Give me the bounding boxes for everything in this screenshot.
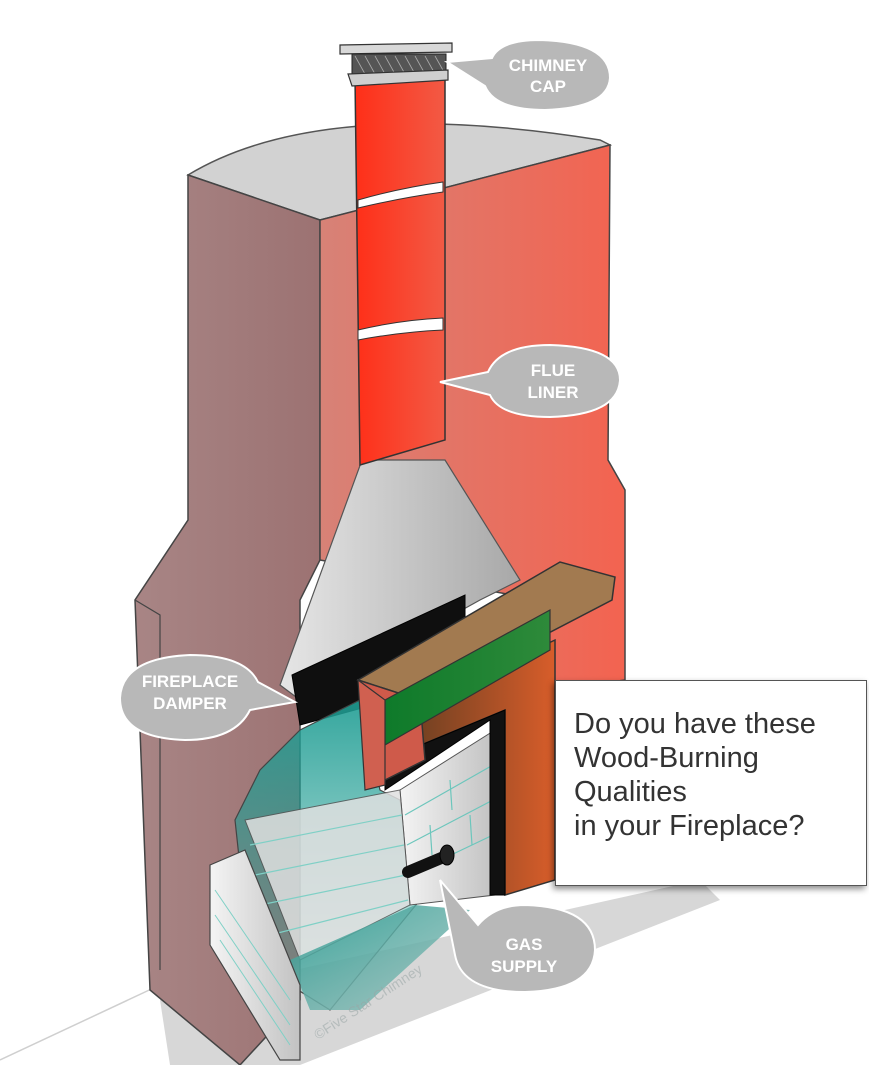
- callout-chimney-cap-line1: CHIMNEY: [509, 56, 588, 75]
- callout-flue-liner-line2: LINER: [528, 383, 579, 402]
- question-line-3: Qualities: [574, 776, 687, 808]
- hearth-side-wall: [209, 849, 301, 1061]
- question-line-2: Wood-Burning: [574, 742, 759, 774]
- callout-chimney-cap: CHIMNEY CAP: [443, 38, 612, 112]
- masonry-left-edge: [134, 599, 161, 970]
- callout-fireplace-damper: FIREPLACE DAMPER: [118, 653, 298, 742]
- chimney-cap: [339, 42, 453, 87]
- callout-chimney-cap-line2: CAP: [530, 77, 566, 96]
- gas-supply-pipe: [402, 844, 455, 878]
- callout-flue-liner: FLUE LINER: [439, 343, 622, 419]
- ground-line: [0, 984, 161, 1061]
- smoke-chamber: [279, 459, 521, 701]
- callout-gas-supply-line1: GAS: [506, 935, 543, 954]
- callout-gas-supply: GAS SUPPLY: [439, 879, 597, 994]
- flue-liner: [354, 69, 446, 466]
- fireplace-mantel: [356, 561, 616, 897]
- callout-fireplace-damper-line1: FIREPLACE: [142, 672, 238, 691]
- firebox-floor: [290, 905, 470, 1010]
- callout-flue-liner-line1: FLUE: [531, 361, 575, 380]
- callout-gas-supply-line2: SUPPLY: [491, 957, 558, 976]
- question-line-1: Do you have these: [574, 708, 816, 740]
- firebox-side-bricks: [244, 789, 411, 961]
- question-box: Do you have these Wood-Burning Qualities…: [555, 680, 867, 886]
- callout-fireplace-damper-line2: DAMPER: [153, 694, 227, 713]
- question-line-4: in your Fireplace?: [574, 810, 805, 842]
